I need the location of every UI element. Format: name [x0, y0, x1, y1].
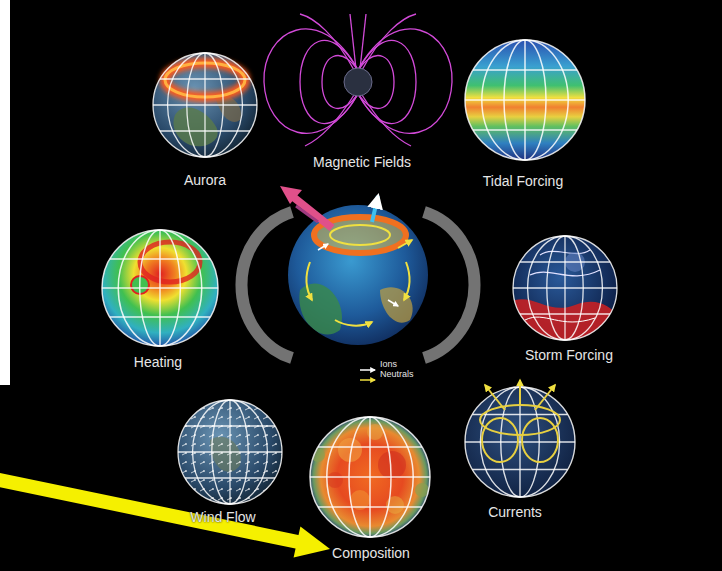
magnetic-field-lines — [264, 14, 452, 146]
legend-word: Neutrals — [380, 370, 414, 380]
neutrals-arrow — [360, 379, 375, 381]
aurora-globe — [153, 53, 257, 157]
legend-word: Ions — [380, 360, 397, 370]
globe-label: Composition — [331, 545, 411, 562]
heating-globe — [102, 230, 218, 346]
earth-core — [344, 68, 372, 96]
currents-globe — [465, 380, 575, 497]
globe-label: Wind Flow — [189, 509, 257, 526]
composition-globe — [310, 417, 430, 537]
globe-label: Aurora — [183, 172, 228, 189]
globe-node: Storm Forcing — [520, 346, 618, 365]
globe-node: Composition — [327, 544, 415, 563]
globe-node: Heating — [129, 353, 188, 372]
pointer-arrow — [0, 479, 330, 558]
globe-node: Tidal Forcing — [478, 172, 569, 191]
globe-label: Storm Forcing — [524, 347, 614, 364]
globe-label: Heating — [133, 354, 184, 371]
globe-label: Tidal Forcing — [482, 173, 565, 190]
globe-label: Magnetic Fields — [312, 154, 413, 171]
centre-globe — [241, 186, 474, 358]
wind-globe — [178, 400, 282, 504]
globe-node: Aurora — [179, 171, 232, 190]
globe-node: Magnetic Fields — [308, 153, 417, 172]
globe-node: Wind Flow — [185, 508, 261, 527]
globe-label: Currents — [487, 504, 543, 521]
tidal-globe — [465, 40, 585, 160]
globe-node: Currents — [483, 503, 547, 522]
ions-arrow — [360, 369, 375, 371]
storm-globe — [510, 236, 620, 345]
